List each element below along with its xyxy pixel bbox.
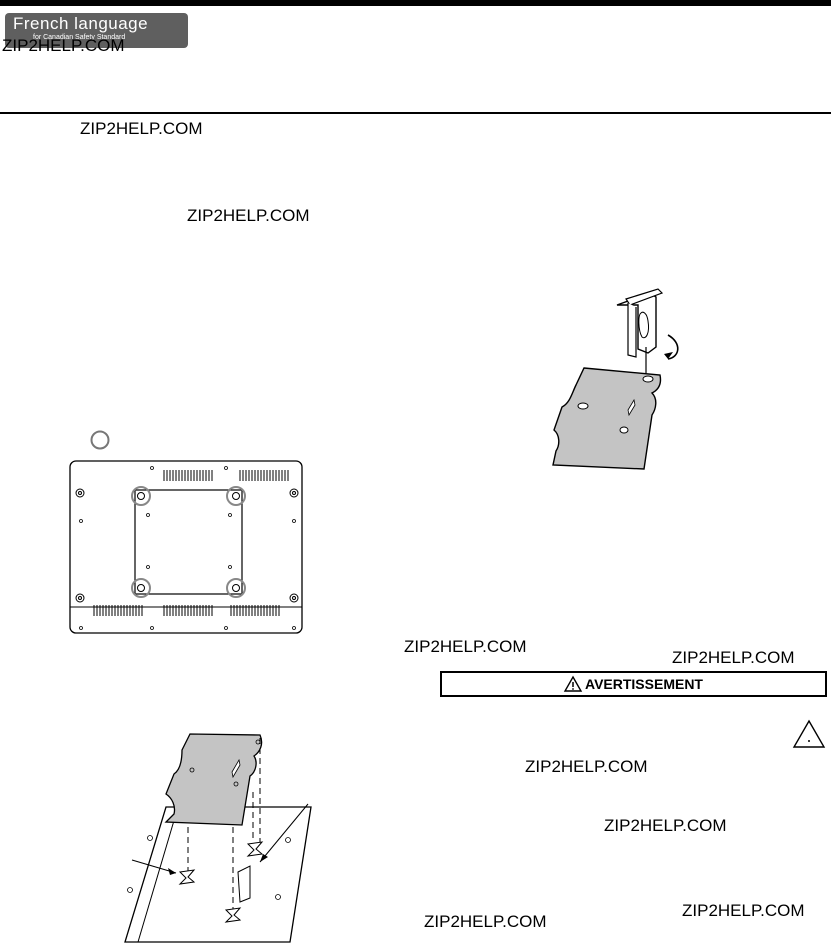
watermark: ZIP2HELP.COM: [187, 206, 310, 225]
badge-subtitle: for Canadian Safety Standard: [33, 34, 126, 41]
base-attachment-illustration: [124, 733, 312, 943]
top-bar: [0, 0, 831, 6]
watermark: ZIP2HELP.COM: [604, 816, 727, 835]
watermark: ZIP2HELP.COM: [80, 119, 203, 138]
header-rule: [0, 112, 831, 114]
watermark: ZIP2HELP.COM: [672, 648, 795, 667]
circle-marker-icon: [90, 430, 110, 450]
watermark: ZIP2HELP.COM: [424, 912, 547, 931]
warning-triangle-icon: [563, 675, 583, 692]
caution-triangle-icon: [792, 719, 826, 748]
warning-banner: AVERTISSEMENT: [440, 671, 827, 697]
warning-label: AVERTISSEMENT: [585, 676, 703, 692]
stand-mount-illustration: [552, 288, 679, 470]
language-badge: French language for Canadian Safety Stan…: [5, 13, 188, 48]
watermark: ZIP2HELP.COM: [682, 901, 805, 920]
watermark: ZIP2HELP.COM: [404, 637, 527, 656]
badge-title: French language: [13, 14, 149, 33]
tv-rear-panel-illustration: [69, 460, 303, 634]
watermark: ZIP2HELP.COM: [2, 36, 125, 55]
watermark: ZIP2HELP.COM: [525, 757, 648, 776]
